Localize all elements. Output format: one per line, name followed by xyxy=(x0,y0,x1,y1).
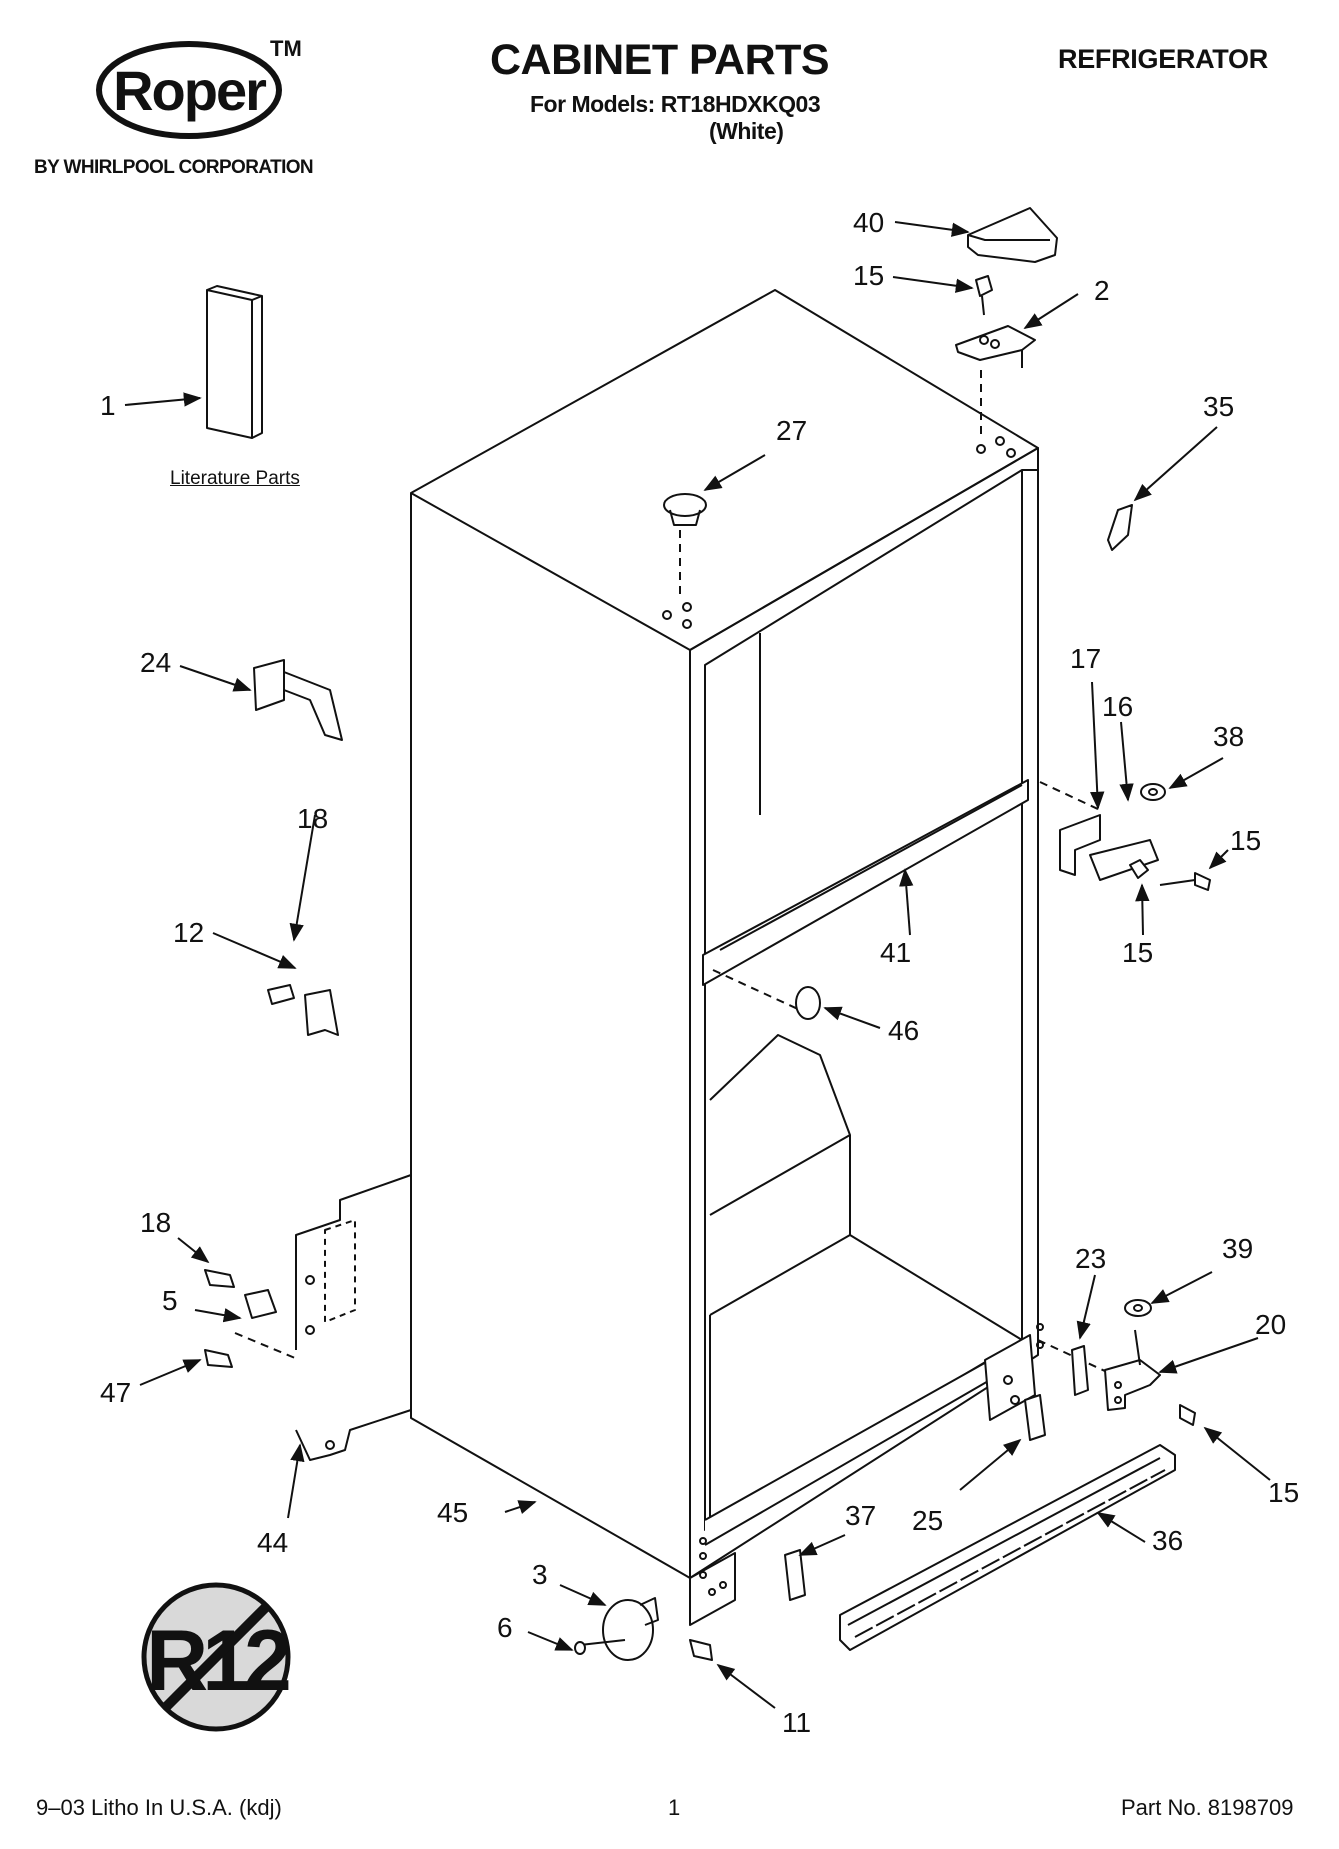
callout-20: 20 xyxy=(1255,1309,1286,1340)
callout-11: 11 xyxy=(782,1707,811,1738)
callout-15-low: 15 xyxy=(1268,1477,1299,1508)
access-panel-44 xyxy=(295,1174,412,1461)
literature-parts-label: Literature Parts xyxy=(170,468,300,489)
screw-15-mid xyxy=(1129,859,1211,891)
callout-18-lower: 18 xyxy=(140,1207,171,1238)
callout-2: 2 xyxy=(1094,275,1110,306)
liner-ramp xyxy=(709,1034,1023,1530)
clip-5 xyxy=(204,1269,277,1368)
callout-18-upper: 18 xyxy=(297,803,328,834)
bottom-rail xyxy=(689,1359,991,1626)
callout-3: 3 xyxy=(532,1559,548,1590)
callout-38: 38 xyxy=(1213,721,1244,752)
clip-37 xyxy=(784,1549,806,1601)
brand-subtitle: BY WHIRLPOOL CORPORATION xyxy=(34,157,314,178)
roper-logo-oval: Roper xyxy=(96,41,282,139)
stop-24 xyxy=(253,659,343,741)
callout-46: 46 xyxy=(888,1015,919,1046)
trademark: TM xyxy=(270,36,302,61)
callout-27: 27 xyxy=(776,415,807,446)
trim-35 xyxy=(1107,504,1133,551)
callout-15-top: 15 xyxy=(853,260,884,291)
plug-46 xyxy=(795,986,821,1020)
center-hinge-17 xyxy=(1059,814,1159,881)
r12-text: R12 xyxy=(146,1613,289,1709)
litho-note: 9–03 Litho In U.S.A. (kdj) xyxy=(36,1795,282,1820)
callout-15-mid-lower: 15 xyxy=(1122,937,1153,968)
lower-hinge-20 xyxy=(1104,1329,1161,1411)
clip-12 xyxy=(267,984,339,1036)
hinge-cover-40 xyxy=(967,207,1058,263)
callout-41: 41 xyxy=(880,937,911,968)
callout-12: 12 xyxy=(173,917,204,948)
models-line: For Models: RT18HDXKQ03 xyxy=(530,91,821,117)
callout-47: 47 xyxy=(100,1377,131,1408)
clip-25 xyxy=(1024,1394,1046,1441)
part-number: Part No. 8198709 xyxy=(1121,1795,1294,1820)
brand-name: Roper xyxy=(113,59,266,122)
washer-39 xyxy=(1124,1299,1152,1317)
callout-24: 24 xyxy=(140,647,171,678)
top-hinge-2 xyxy=(955,325,1036,368)
callout-17: 17 xyxy=(1070,643,1101,674)
screw-11 xyxy=(689,1639,713,1661)
callout-15-mid-right: 15 xyxy=(1230,825,1261,856)
callout-labels: 40 15 2 1 27 35 24 17 16 38 15 18 12 41 … xyxy=(100,207,1299,1738)
plug-27 xyxy=(663,493,707,526)
roper-logo: Roper xyxy=(95,40,283,140)
callout-1: 1 xyxy=(100,390,116,421)
callout-45: 45 xyxy=(437,1497,468,1528)
page-number: 1 xyxy=(668,1795,681,1820)
top-holes xyxy=(662,436,1016,629)
literature-booklet xyxy=(206,285,263,439)
shim-23 xyxy=(1071,1345,1089,1396)
washer-38 xyxy=(1140,783,1166,801)
callout-44: 44 xyxy=(257,1527,288,1558)
callout-37: 37 xyxy=(845,1500,876,1531)
divider-41 xyxy=(702,779,1029,986)
callout-23: 23 xyxy=(1075,1243,1106,1274)
callout-6: 6 xyxy=(497,1612,513,1643)
screw-15-top xyxy=(975,275,993,316)
grille-36 xyxy=(839,1444,1176,1651)
lower-hinge-block xyxy=(984,1323,1044,1421)
callout-16: 16 xyxy=(1102,691,1133,722)
callout-5: 5 xyxy=(162,1285,178,1316)
pin-6 xyxy=(574,1639,626,1655)
color-variant: (White) xyxy=(709,118,784,144)
callout-35: 35 xyxy=(1203,391,1234,422)
no-r12-badge: R12 xyxy=(141,1582,295,1732)
callout-39: 39 xyxy=(1222,1233,1253,1264)
callout-25: 25 xyxy=(912,1505,943,1536)
page-title: CABINET PARTS xyxy=(490,36,830,84)
callout-40: 40 xyxy=(853,207,884,238)
screw-15-low xyxy=(1179,1404,1196,1426)
roller-3 xyxy=(602,1597,659,1661)
leader-lines xyxy=(124,221,1271,1709)
product-type: REFRIGERATOR xyxy=(1058,44,1268,74)
callout-36: 36 xyxy=(1152,1525,1183,1556)
